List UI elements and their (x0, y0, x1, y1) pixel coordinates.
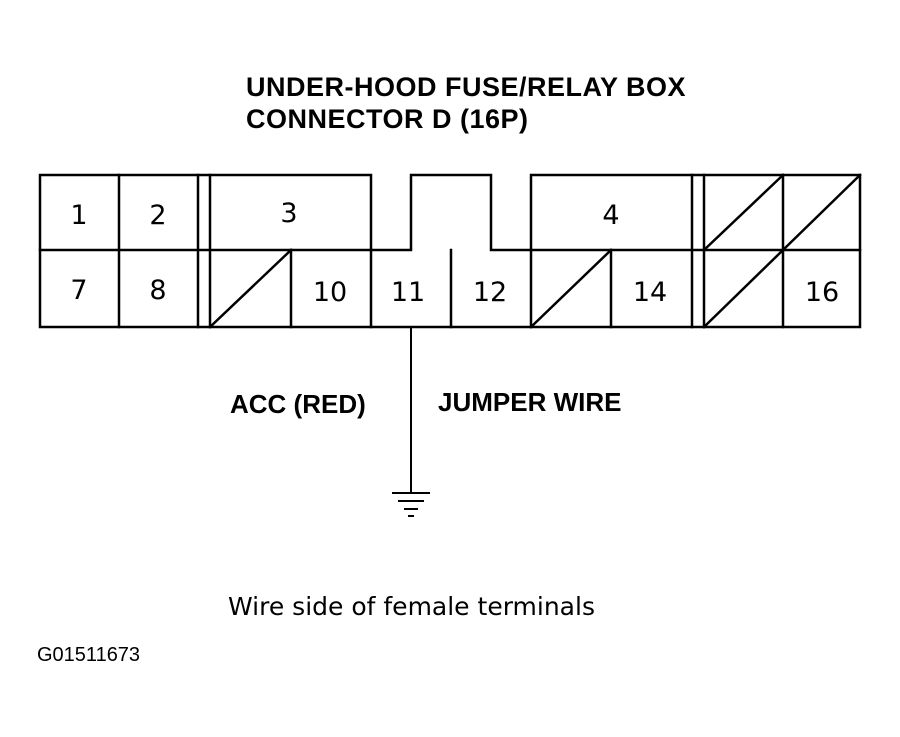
empty-cavity-6-slash (781, 173, 862, 252)
diagram-title-line-1: UNDER-HOOD FUSE/RELAY BOX (246, 72, 687, 102)
terminal-11-label: 11 (391, 277, 425, 308)
ground-symbol-icon (392, 492, 430, 517)
diagram-title-line-2: CONNECTOR D (16P) (246, 104, 529, 134)
figure-id: G01511673 (37, 644, 141, 666)
acc-red-callout: ACC (RED) (230, 389, 366, 419)
empty-cavity-9-slash (208, 248, 293, 329)
terminal-7-label: 7 (70, 275, 87, 306)
terminal-3-label: 3 (280, 198, 297, 229)
terminal-4-label: 4 (602, 200, 619, 231)
empty-cavity-13-slash (529, 248, 613, 329)
diagram-caption: Wire side of female terminals (228, 592, 595, 621)
terminal-1-label: 1 (70, 200, 87, 231)
empty-cavity-5-slash (702, 173, 785, 252)
terminal-10-label: 10 (313, 277, 347, 308)
jumper-wire-callout: JUMPER WIRE (438, 387, 622, 417)
terminal-12-label: 12 (473, 277, 507, 308)
terminal-14-label: 14 (633, 277, 667, 308)
terminal-8-label: 8 (149, 275, 166, 306)
empty-cavity-15-slash (702, 248, 785, 329)
terminal-2-label: 2 (149, 200, 166, 231)
terminal-16-label: 16 (805, 277, 839, 308)
